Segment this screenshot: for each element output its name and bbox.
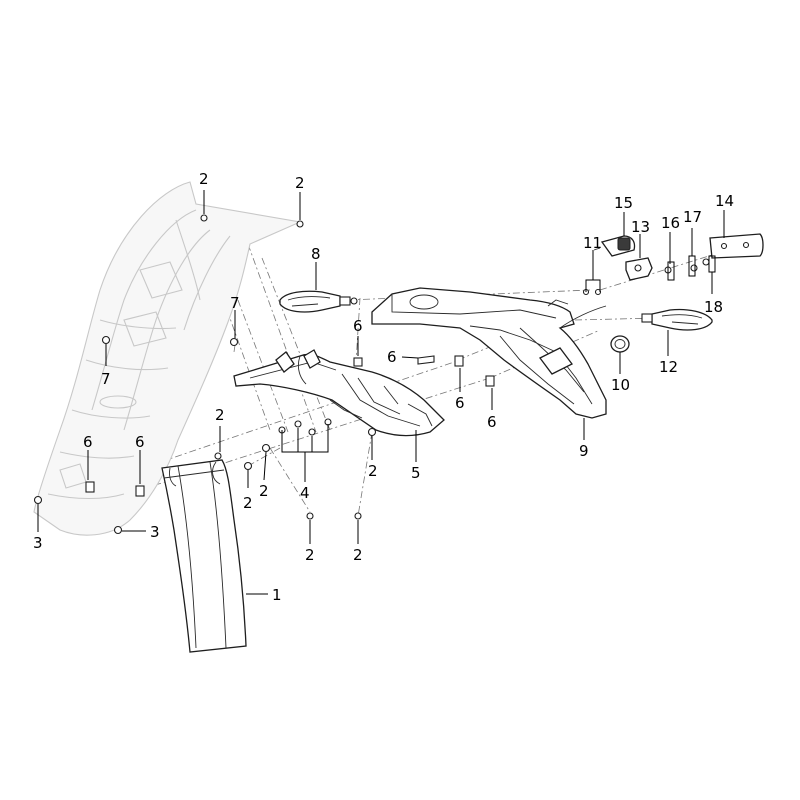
callout-11: 11 [583,234,602,252]
part-9-tail-bracket [371,287,607,419]
callout-12: 12 [659,358,678,376]
callout-labels: 1 2 2 2 2 2 2 2 2 3 3 4 5 6 6 6 6 6 6 7 … [33,170,734,604]
callout-3-right: 3 [150,523,160,541]
callout-6-d: 6 [487,413,497,431]
callout-2-mid-a: 2 [243,494,253,512]
callout-2-center: 2 [368,462,378,480]
callout-9: 9 [579,442,589,460]
callout-6-c: 6 [455,394,465,412]
part-10-reflector [610,335,630,353]
callout-10: 10 [611,376,630,394]
callout-8: 8 [311,245,321,263]
leader-lines [37,190,725,595]
callout-3-left: 3 [33,534,43,552]
part-13-light-bracket [625,257,653,281]
callout-2-mid-b: 2 [259,482,269,500]
callout-2-bottom-b: 2 [353,546,363,564]
part-5-rear-tray [233,349,445,437]
callout-6-f: 6 [135,433,145,451]
callout-2-top-right: 2 [295,174,305,192]
callout-18: 18 [704,298,723,316]
part-14-plate-frame [709,233,764,259]
callout-7-b: 7 [101,370,111,388]
callout-2-bottom-a: 2 [305,546,315,564]
callout-16: 16 [661,214,680,232]
callout-4: 4 [300,484,310,502]
callout-2-mid-left: 2 [215,406,225,424]
rear-body-shell-outline [33,181,302,536]
part-1-mudguard-flap [161,459,247,653]
callout-1: 1 [272,586,282,604]
callout-5: 5 [411,464,421,482]
part-15-license-light [593,235,636,257]
part-8-turn-signal-left [279,290,358,313]
callout-6-a: 6 [353,317,363,335]
callout-7-a: 7 [230,294,240,312]
callout-13: 13 [631,218,650,236]
callout-6-e: 6 [83,433,93,451]
callout-6-b: 6 [387,348,397,366]
callout-14: 14 [715,192,734,210]
callout-2-top-left: 2 [199,170,209,188]
callout-17: 17 [683,208,702,226]
callout-15: 15 [614,194,633,212]
part-12-turn-signal-right [641,308,713,331]
hardware-parts [33,214,710,535]
